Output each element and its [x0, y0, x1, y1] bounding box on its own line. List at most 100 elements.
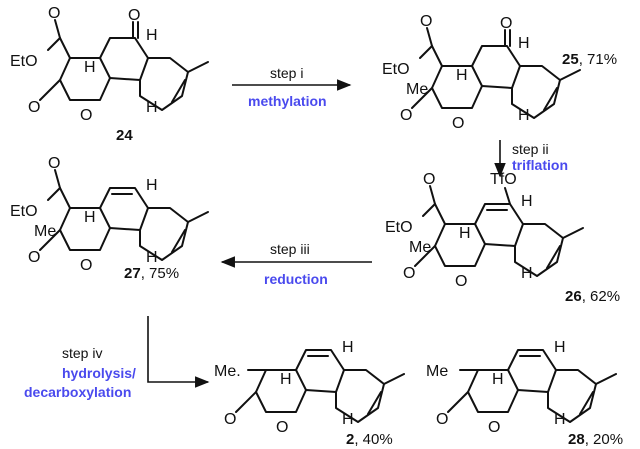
ring-double-bond	[546, 245, 561, 269]
lactone-ring-oxygen: O	[80, 257, 92, 274]
hydrogen-label: H	[280, 371, 292, 388]
hydrogen-label: H	[84, 209, 96, 226]
ester-alkoxy-bond	[419, 45, 433, 59]
step-i-label: step i	[270, 65, 303, 81]
methyl-bond	[187, 211, 209, 223]
step-ii-reaction: triflation	[512, 157, 568, 173]
methyl-label: Me	[409, 239, 431, 256]
lactone-ring-oxygen: O	[80, 107, 92, 124]
compound-label: 26, 62%	[565, 288, 620, 305]
ester-oxygen: O	[48, 155, 60, 172]
methyl-bond	[595, 373, 617, 385]
ring-double-bond	[579, 391, 594, 415]
step-i-reaction: methylation	[248, 93, 327, 109]
right-ring	[139, 57, 189, 111]
lactone-carbonyl-oxygen: O	[400, 107, 412, 124]
hydrogen-label: H	[554, 411, 566, 428]
lactone-carbonyl-oxygen: O	[436, 411, 448, 428]
ethoxy-label: EtO	[10, 203, 38, 220]
lactone-ring-oxygen: O	[276, 419, 288, 436]
middle-ring	[99, 37, 149, 81]
middle-ring	[474, 203, 524, 247]
methyl-label: Me.	[214, 363, 241, 380]
step-iv-reaction-line-1: hydrolysis/	[62, 365, 136, 381]
methyl-label: Me	[406, 81, 428, 98]
methyl-label: Me	[34, 223, 56, 240]
ethoxy-label: EtO	[382, 61, 410, 78]
hydrogen-label: H	[146, 99, 158, 116]
middle-ring	[507, 349, 557, 393]
lactone-carbonyl-oxygen: O	[224, 411, 236, 428]
hydrogen-label: H	[456, 67, 468, 84]
methyl-bond	[187, 61, 209, 73]
hydrogen-label: H	[492, 371, 504, 388]
methyl-label: Me	[426, 363, 448, 380]
hydrogen-label: H	[342, 339, 354, 356]
ketone-oxygen: O	[128, 7, 140, 24]
compound-label: 2, 40%	[346, 431, 393, 448]
hydrogen-label: H	[521, 193, 533, 210]
hydrogen-label: H	[554, 339, 566, 356]
ester-bond	[431, 45, 443, 67]
step-iii-reaction: reduction	[264, 271, 328, 287]
lactone-carbonyl	[39, 79, 61, 101]
ketone-oxygen: O	[500, 15, 512, 32]
ester-bond	[434, 203, 446, 225]
compound-number: 24	[116, 127, 133, 144]
hydrogen-label: H	[521, 265, 533, 282]
ester-bond	[59, 37, 71, 59]
methyl-bond	[559, 69, 581, 81]
step-iii-label: step iii	[270, 241, 310, 257]
triflate-label: TfO	[490, 171, 517, 188]
ester-oxygen: O	[420, 13, 432, 30]
ester-carbonyl	[54, 19, 61, 39]
right-ring	[511, 65, 561, 119]
compound-2: Me. O O H H H 2, 40%	[214, 339, 405, 448]
lactone-carbonyl-oxygen: O	[28, 99, 40, 116]
methyl-bond	[383, 373, 405, 385]
ester-carbonyl	[426, 27, 433, 47]
ring-double-bond	[171, 229, 186, 253]
compound-26: TfO O EtO Me O O H H H 26, 62%	[385, 171, 620, 305]
hydrogen-label: H	[84, 59, 96, 76]
compound-27: O EtO Me O O H H H 27, 75%	[10, 155, 209, 282]
compound-label: 25, 71%	[562, 51, 617, 68]
ester-alkoxy-bond	[47, 187, 61, 201]
step-iv-arrow	[147, 316, 210, 388]
middle-ring	[295, 349, 345, 393]
hydrogen-label: H	[146, 249, 158, 266]
ring-double-bond	[543, 87, 558, 111]
ester-bond	[59, 187, 71, 209]
hydrogen-label: H	[146, 27, 158, 44]
step-iv-reaction-line-2: decarboxylation	[24, 384, 131, 400]
middle-ring	[99, 187, 149, 231]
ring-double-bond	[367, 391, 382, 415]
hydrogen-label: H	[518, 107, 530, 124]
compound-label: 28, 20%	[568, 431, 623, 448]
lactone-carbonyl	[235, 391, 257, 413]
lactone-ring-oxygen: O	[452, 115, 464, 132]
right-ring	[139, 207, 189, 261]
lactone-carbonyl	[39, 229, 61, 251]
right-ring	[335, 369, 385, 423]
step-iv-label: step iv	[62, 345, 102, 361]
lactone-carbonyl	[447, 391, 469, 413]
ester-carbonyl	[54, 169, 61, 189]
ester-alkoxy-bond	[47, 37, 61, 51]
ring-double-bond	[171, 79, 186, 103]
ethoxy-label: EtO	[10, 53, 38, 70]
compound-label: 27, 75%	[124, 265, 179, 282]
hydrogen-label: H	[146, 177, 158, 194]
hydrogen-label: H	[518, 35, 530, 52]
methyl-bond	[562, 227, 584, 239]
compound-25: O O EtO Me O O H H H 25, 71%	[382, 13, 617, 132]
middle-ring	[471, 45, 521, 89]
ester-alkoxy-bond	[422, 203, 436, 217]
lactone-carbonyl-oxygen: O	[28, 249, 40, 266]
right-ring	[514, 223, 564, 277]
ester-carbonyl	[429, 185, 436, 205]
compound-24: O O EtO O O H H H 24	[10, 5, 209, 144]
compound-28: Me O O H H H 28, 20%	[426, 339, 623, 448]
ester-oxygen: O	[48, 5, 60, 22]
